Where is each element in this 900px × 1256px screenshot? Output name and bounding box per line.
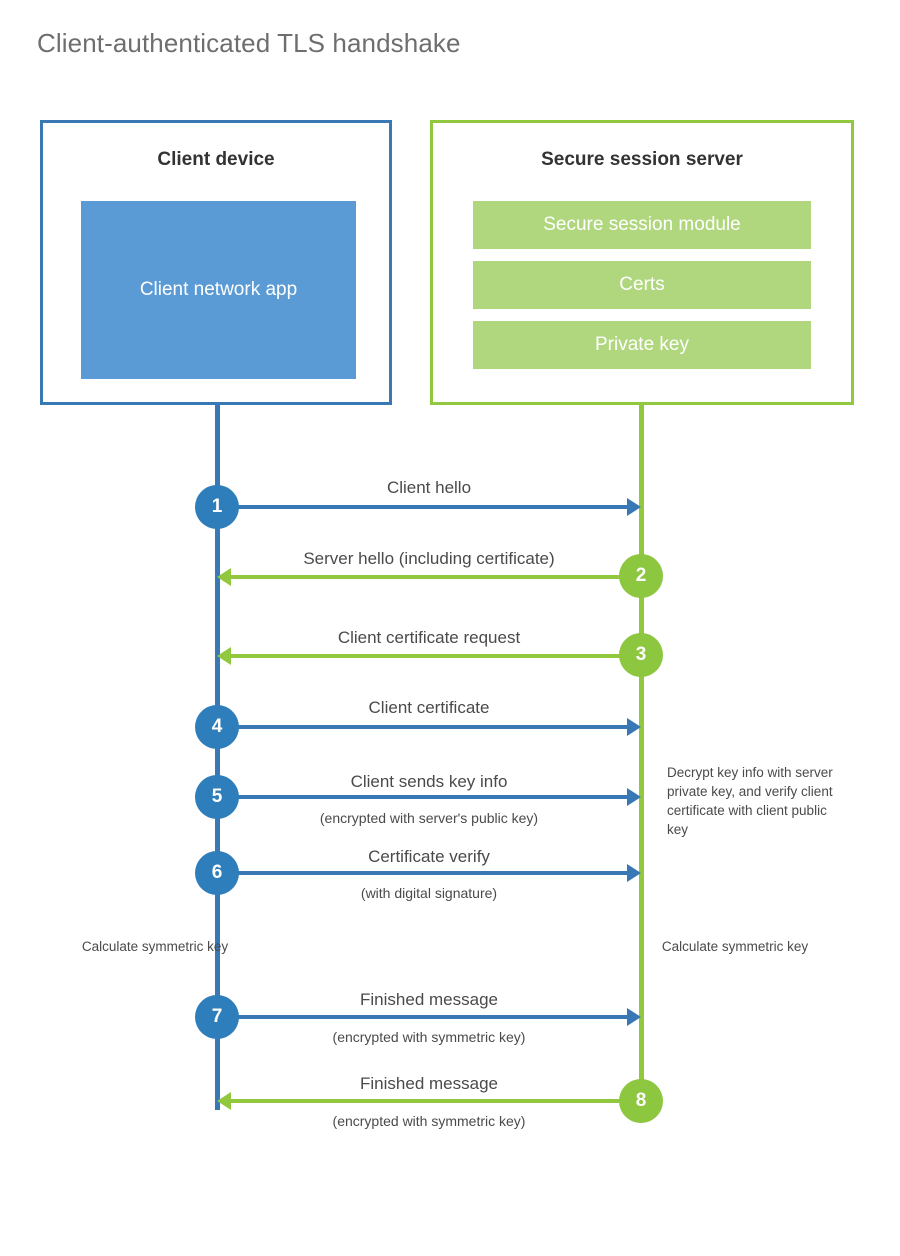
- step-8-arrow: [217, 1092, 641, 1110]
- server-decrypt-note: Decrypt key info with server private key…: [667, 765, 833, 838]
- client-device-title: Client device: [157, 149, 275, 170]
- arrow-right-icon: [627, 788, 641, 806]
- step-5-bubble[interactable]: 5: [195, 775, 239, 819]
- step-8-bubble[interactable]: 8: [619, 1079, 663, 1123]
- step-6-sublabel: (with digital signature): [360, 885, 498, 901]
- step-6-label: Certificate verify: [368, 847, 490, 866]
- arrow-left-icon: [217, 1092, 231, 1110]
- step-1-arrow: [217, 498, 641, 516]
- step-3-label: Client certificate request: [337, 628, 521, 647]
- client-network-app-block: Client network app: [81, 201, 356, 379]
- secure-session-server-title: Secure session server: [541, 149, 743, 170]
- step-6-bubble[interactable]: 6: [195, 851, 239, 895]
- step-8-sublabel: (encrypted with symmetric key): [332, 1113, 526, 1129]
- server-module-private-key: Private key: [473, 321, 811, 369]
- step-8-label: Finished message: [360, 1074, 498, 1093]
- arrow-right-icon: [627, 498, 641, 516]
- step-2-label: Server hello (including certificate): [303, 549, 555, 568]
- step-1-label: Client hello: [386, 478, 472, 497]
- arrow-right-icon: [627, 864, 641, 882]
- step-3-arrow: [217, 647, 641, 665]
- server-lifeline: [639, 402, 644, 1106]
- step-4-bubble[interactable]: 4: [195, 705, 239, 749]
- page-title: Client-authenticated TLS handshake: [37, 28, 461, 58]
- arrow-right-icon: [627, 718, 641, 736]
- step-7-label: Finished message: [360, 990, 498, 1009]
- arrow-left-icon: [217, 568, 231, 586]
- step-2-arrow: [217, 568, 641, 586]
- step-2-bubble[interactable]: 2: [619, 554, 663, 598]
- server-modules-list: Secure session module Certs Private key: [473, 201, 811, 369]
- step-5-label: Client sends key info: [350, 772, 508, 791]
- client-device-box: Client device Client network app: [40, 120, 392, 405]
- step-4-label: Client certificate: [368, 698, 490, 717]
- server-module-certs: Certs: [473, 261, 811, 309]
- step-6-arrow: [217, 864, 641, 882]
- step-5-arrow: [217, 788, 641, 806]
- step-4-arrow: [217, 718, 641, 736]
- step-5-sublabel: (encrypted with server's public key): [319, 810, 539, 826]
- step-7-sublabel: (encrypted with symmetric key): [332, 1029, 526, 1045]
- step-7-bubble[interactable]: 7: [195, 995, 239, 1039]
- server-module-secure-session-module: Secure session module: [473, 201, 811, 249]
- secure-session-server-box: Secure session server Secure session mod…: [430, 120, 854, 405]
- client-calculate-symmetric-key-note: Calculate symmetric key: [81, 939, 229, 954]
- step-7-arrow: [217, 1008, 641, 1026]
- arrow-right-icon: [627, 1008, 641, 1026]
- server-calculate-symmetric-key-note: Calculate symmetric key: [661, 939, 809, 954]
- client-lifeline: [215, 402, 220, 1110]
- arrow-left-icon: [217, 647, 231, 665]
- step-3-bubble[interactable]: 3: [619, 633, 663, 677]
- step-1-bubble[interactable]: 1: [195, 485, 239, 529]
